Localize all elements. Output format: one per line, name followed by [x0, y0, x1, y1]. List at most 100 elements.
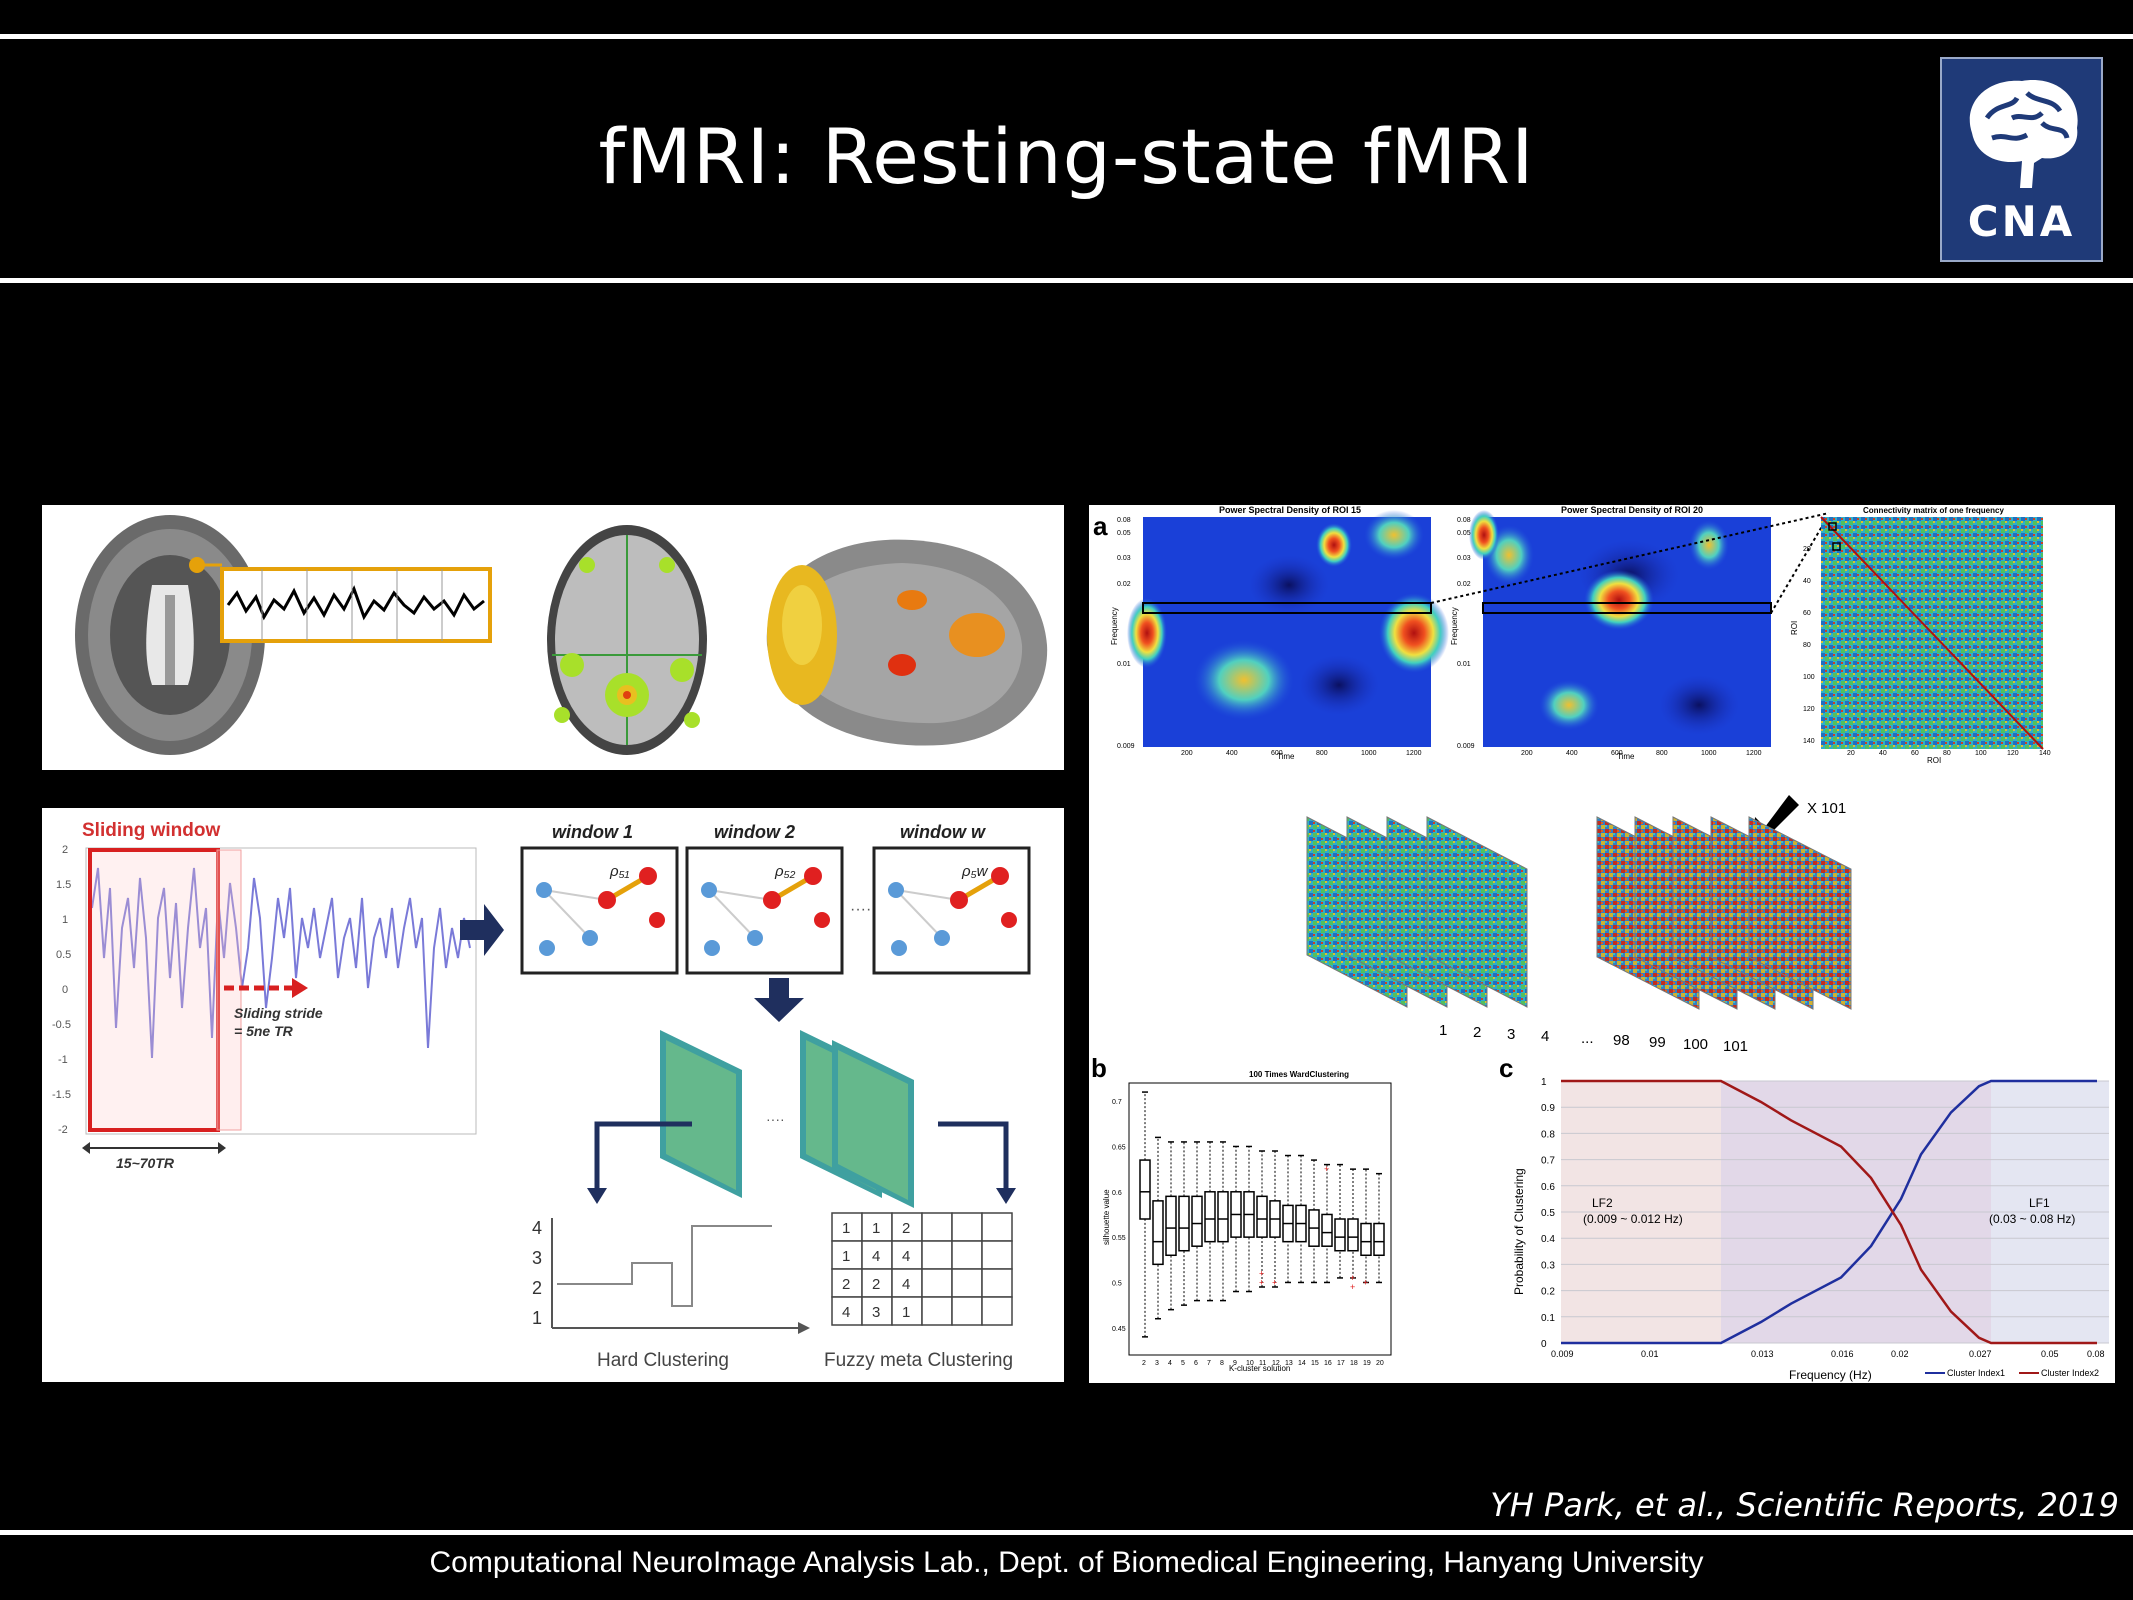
- stack-label: 2: [1473, 1024, 1481, 1041]
- brain-images-panel: [42, 505, 1064, 770]
- outlier: +: [1350, 1282, 1355, 1292]
- xtick: 800: [1656, 750, 1668, 757]
- grid-cell-value: 3: [872, 1304, 880, 1321]
- outlier: +: [1324, 1164, 1329, 1174]
- matrix-stacks: [1306, 816, 1852, 1010]
- roi-ytick: 140: [1803, 738, 1815, 745]
- grid-cell-value: 2: [872, 1276, 880, 1293]
- lf2-range: (0.009 ~ 0.012 Hz): [1583, 1212, 1683, 1226]
- matrix-slice: [1426, 816, 1528, 1008]
- ytick: 0.1: [1541, 1313, 1555, 1324]
- ytick: -1: [58, 1054, 68, 1066]
- grid-cell: [891, 1268, 923, 1298]
- ytick: 1: [532, 1308, 542, 1328]
- top-rule: [0, 34, 2133, 39]
- xtick: 0.08: [2087, 1349, 2105, 1359]
- ytick: 0: [62, 984, 68, 996]
- roi-xtick: 20: [1847, 750, 1855, 757]
- ytick: 1: [1541, 1077, 1547, 1088]
- fuzzy-clustering-label: Fuzzy meta Clustering: [824, 1350, 1013, 1371]
- xtick: 0.027: [1969, 1349, 1992, 1359]
- ytick: 0.009: [1117, 743, 1135, 750]
- box: [1139, 1159, 1151, 1220]
- grid-cell: [831, 1296, 863, 1326]
- grid-cell-value: 2: [842, 1276, 850, 1293]
- stride-label-1: Sliding stride: [234, 1005, 323, 1021]
- series-line: [1561, 1079, 2097, 1345]
- stack-label: 99: [1649, 1034, 1666, 1051]
- ytick: 0.6: [1112, 1190, 1122, 1197]
- xtick: 800: [1316, 750, 1328, 757]
- down-arrow-icon: [754, 978, 804, 1022]
- xtick: 14: [1298, 1360, 1306, 1367]
- xtick: 16: [1324, 1360, 1332, 1367]
- roi-ylabel: ROI: [1790, 621, 1799, 635]
- grid-cell: [921, 1296, 953, 1326]
- xtick: 6: [1194, 1360, 1198, 1367]
- chart-b-xlabel: K-cluster solution: [1229, 1364, 1290, 1373]
- grid-cell: [891, 1212, 923, 1242]
- chart-c-legend: Cluster Index1 Cluster Index2: [1925, 1368, 2099, 1378]
- rho-label: ρ₅₂: [774, 863, 796, 880]
- grid-cell-value: 4: [872, 1248, 880, 1265]
- xlabel: Time: [1617, 752, 1635, 761]
- sagittal-brain-image: [766, 539, 1048, 746]
- grid-cell-value: 1: [872, 1220, 880, 1237]
- xtick: 400: [1226, 750, 1238, 757]
- right-arrow-icon: [460, 904, 504, 956]
- xtick: 19: [1363, 1360, 1371, 1367]
- ytick: 0.7: [1541, 1156, 1555, 1167]
- outlier: +: [1363, 1277, 1368, 1287]
- psd-heatmap-roi15: Power Spectral Density of ROI 15 Frequen…: [1110, 505, 1449, 761]
- xtick: 1200: [1406, 750, 1422, 757]
- ellipsis: ····: [766, 1111, 785, 1127]
- xtick: 0.02: [1891, 1349, 1909, 1359]
- ytick: 0.05: [1117, 530, 1131, 537]
- ytick: 0.5: [1112, 1280, 1122, 1287]
- psd-title-2: Power Spectral Density of ROI 20: [1561, 505, 1703, 515]
- ytick: 3: [532, 1248, 542, 1268]
- stack-label: 1: [1439, 1022, 1447, 1039]
- xtick: 9: [1233, 1360, 1237, 1367]
- xtick: 7: [1207, 1360, 1211, 1367]
- xtick: 11: [1259, 1360, 1266, 1367]
- box: [1321, 1213, 1333, 1247]
- window-matrix-2: [800, 1030, 914, 1208]
- xtick: 5: [1181, 1360, 1185, 1367]
- footer-rule: [0, 1530, 2133, 1535]
- stack-label: ...: [1581, 1030, 1594, 1047]
- grid-cell: [921, 1240, 953, 1270]
- rho-label: ρ₅w: [961, 863, 989, 880]
- xtick: 1200: [1746, 750, 1762, 757]
- sliding-window-panel: Sliding window 2 1.5 1 0.5 0 -0.5 -1 -1.…: [42, 808, 1064, 1382]
- lf1-range: (0.03 ~ 0.08 Hz): [1989, 1212, 2075, 1226]
- grid-cell: [921, 1268, 953, 1298]
- box: [1178, 1195, 1190, 1252]
- window-1-label: window 1: [552, 822, 633, 842]
- grid-cell: [861, 1212, 893, 1242]
- stride-label-2: = 5ne TR: [234, 1023, 294, 1039]
- psd-heatmap-roi20: Power Spectral Density of ROI 20 Frequen…: [1450, 505, 1772, 761]
- window-matrix-1: [660, 1030, 742, 1198]
- ytick: 1: [62, 914, 68, 926]
- window-width-label: 15~70TR: [116, 1155, 175, 1171]
- roi-ytick: 100: [1803, 674, 1815, 681]
- ytick: 2: [62, 844, 68, 856]
- stack-label: 3: [1507, 1026, 1515, 1043]
- ytick: 0.5: [56, 949, 71, 961]
- xtick: 1000: [1701, 750, 1717, 757]
- box: [1334, 1218, 1346, 1252]
- grid-cell: [981, 1268, 1013, 1298]
- grid-cell-value: 4: [842, 1304, 850, 1321]
- xtick: 8: [1220, 1360, 1224, 1367]
- xtick: 200: [1181, 750, 1193, 757]
- ytick: 0.03: [1457, 555, 1471, 562]
- ytick: 0.05: [1457, 530, 1471, 537]
- grid-cell: [981, 1296, 1013, 1326]
- xtick: 0.016: [1831, 1349, 1854, 1359]
- bold-signal-line: [226, 585, 485, 621]
- xtick: 17: [1337, 1360, 1345, 1367]
